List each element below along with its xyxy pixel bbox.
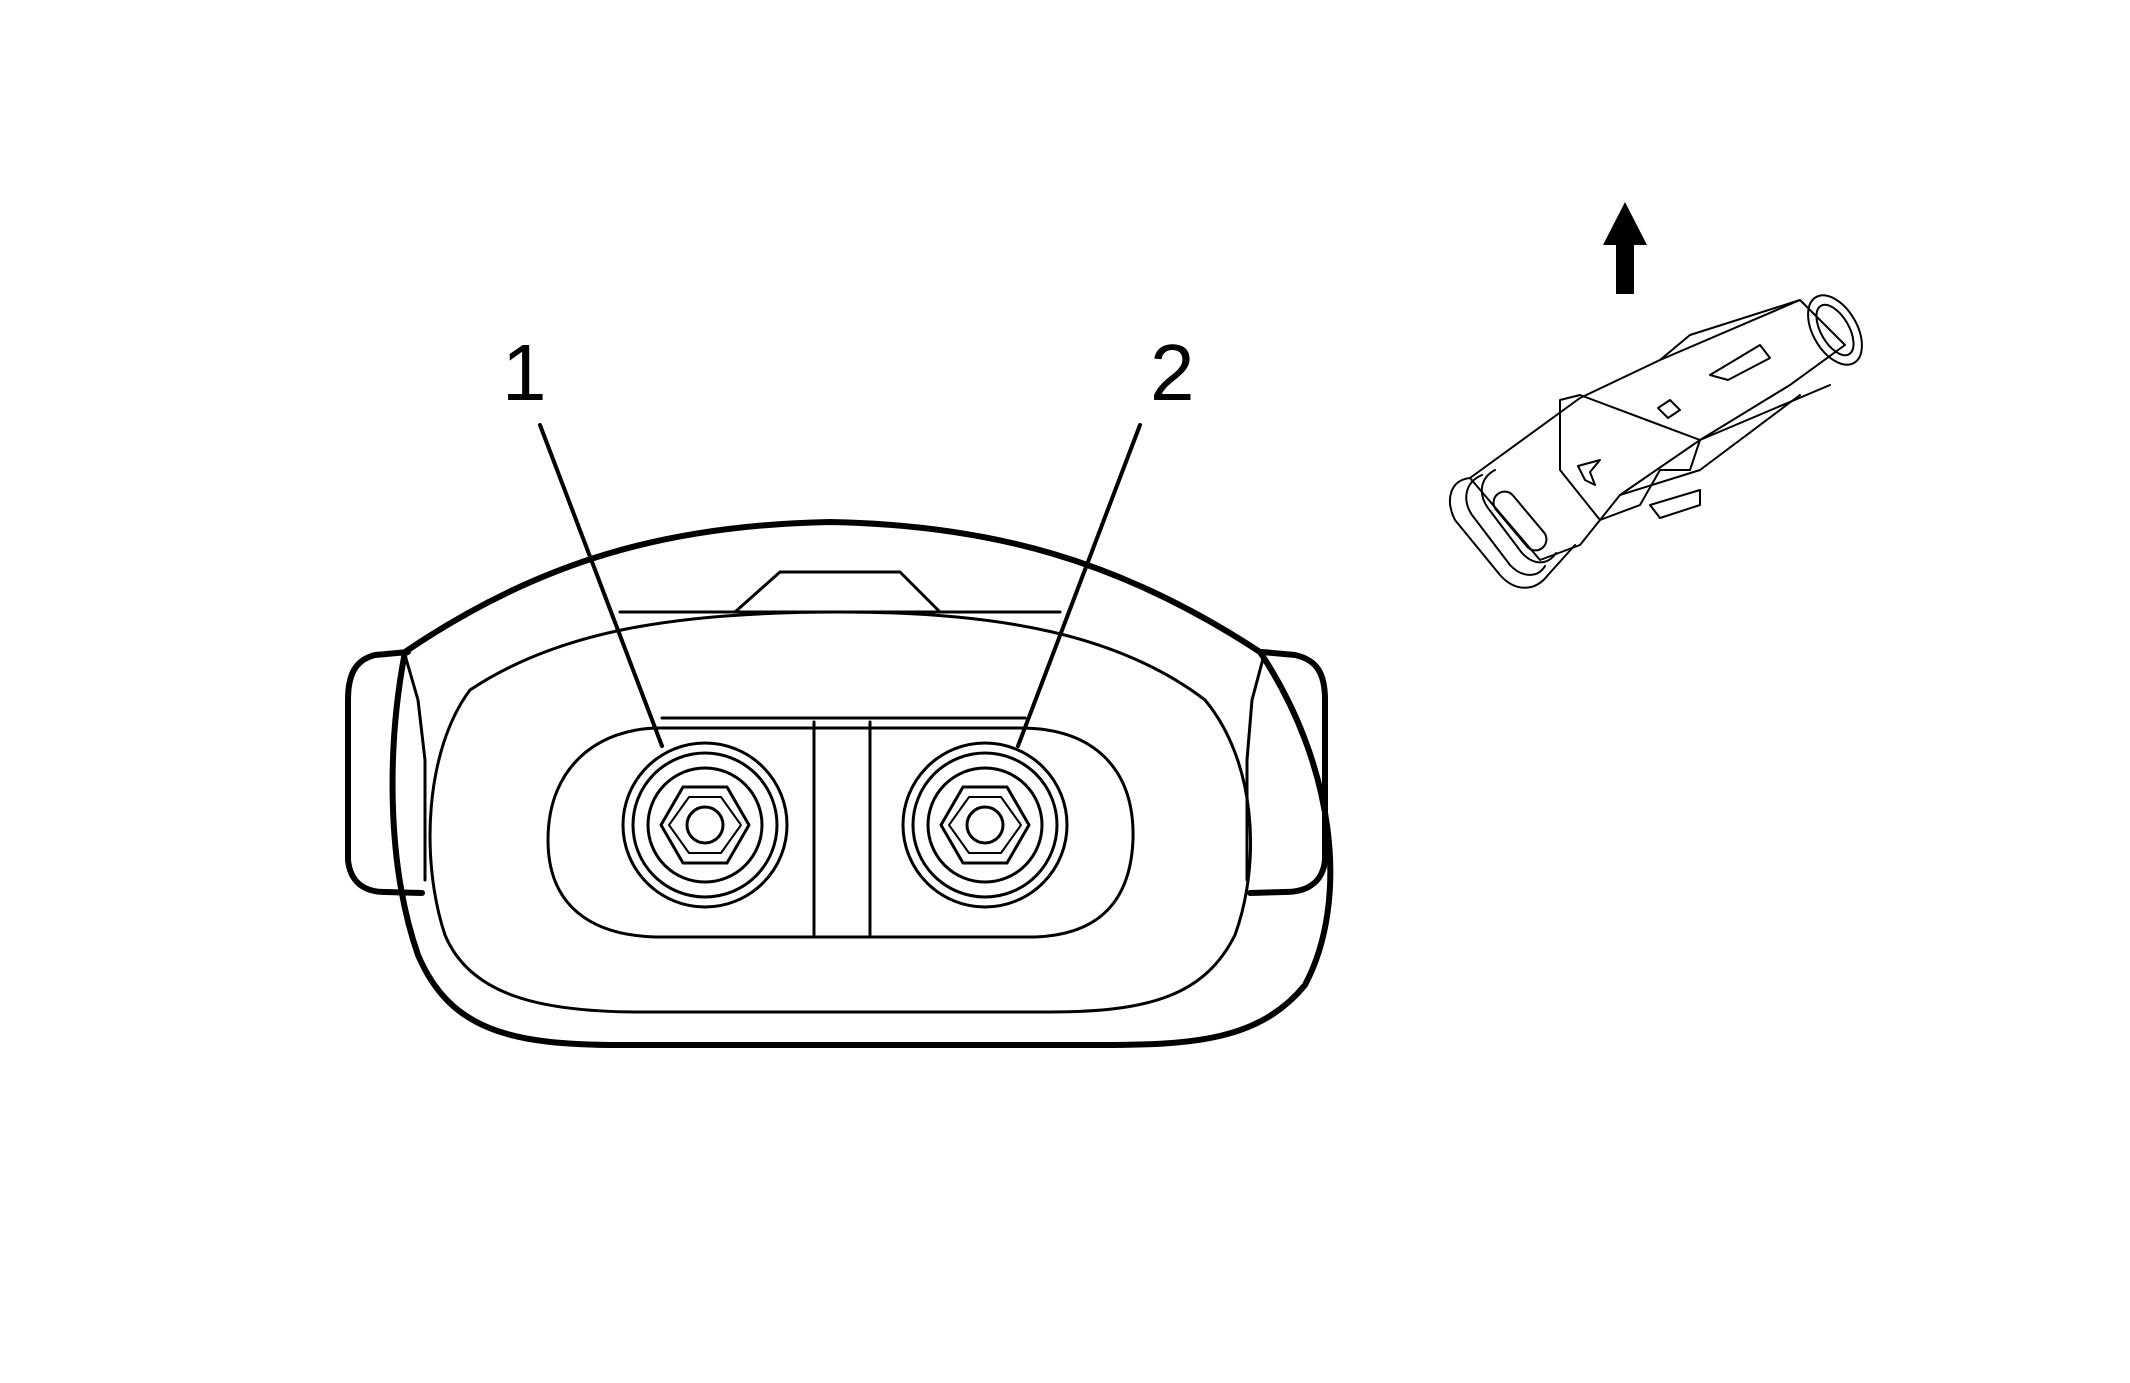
top-key-bump: [733, 570, 942, 614]
locator-lock-tab: [1649, 489, 1701, 519]
locator-body-edge: [1659, 299, 1801, 361]
locator-front-slot: [1492, 490, 1548, 552]
locator-wedge: [1709, 344, 1771, 381]
inner-rim: [428, 610, 1252, 1014]
left-latch-inner: [403, 653, 427, 882]
terminal-1-hex: [659, 785, 751, 865]
terminal-pin-1: [621, 741, 789, 909]
terminal-2-contact: [965, 805, 1005, 845]
callout-2-label: 2: [1150, 328, 1195, 417]
terminal-1-outer-ring: [621, 741, 789, 909]
locator-small-rect: [1657, 399, 1681, 419]
terminal-2-outer-ring: [901, 741, 1069, 909]
left-latch-ear: [345, 649, 425, 896]
terminal-1-inner-ring: [646, 766, 764, 884]
terminal-2-middle-ring: [911, 751, 1059, 899]
terminal-2-hex-inner: [948, 796, 1022, 854]
locator-rib: [1699, 384, 1831, 441]
terminal-1-contact: [685, 805, 725, 845]
locator-front-ring-2: [1480, 469, 1557, 564]
terminal-1-hex-inner: [668, 796, 742, 854]
right-latch-inner: [1245, 653, 1266, 882]
callout-1-label: 1: [502, 328, 547, 417]
right-latch-ear: [1247, 649, 1328, 896]
terminal-1-middle-ring: [631, 751, 779, 899]
arrow-up-icon: [1603, 202, 1647, 294]
callout-1-leader: [538, 423, 664, 748]
locator-rear-collar: [1807, 294, 1863, 366]
terminal-pin-2: [901, 741, 1069, 909]
callout-2-leader: [1016, 423, 1142, 748]
locator-body-lower: [1619, 394, 1801, 496]
locator-front-face: [1449, 477, 1576, 589]
housing-outline: [389, 519, 1334, 1048]
locator-lock-frame: [1559, 394, 1701, 521]
locator-latch-arrow: [1577, 459, 1601, 486]
terminal-2-hex: [939, 785, 1031, 865]
locator-body: [1469, 299, 1846, 561]
terminal-2-inner-ring: [926, 766, 1044, 884]
locator-rear-collar-inner: [1815, 303, 1855, 357]
locator-front-ring-1: [1465, 474, 1546, 576]
connector-locator-icon: [1449, 294, 1863, 589]
connector-face: [345, 423, 1334, 1048]
terminal-cavity: [546, 726, 1135, 939]
